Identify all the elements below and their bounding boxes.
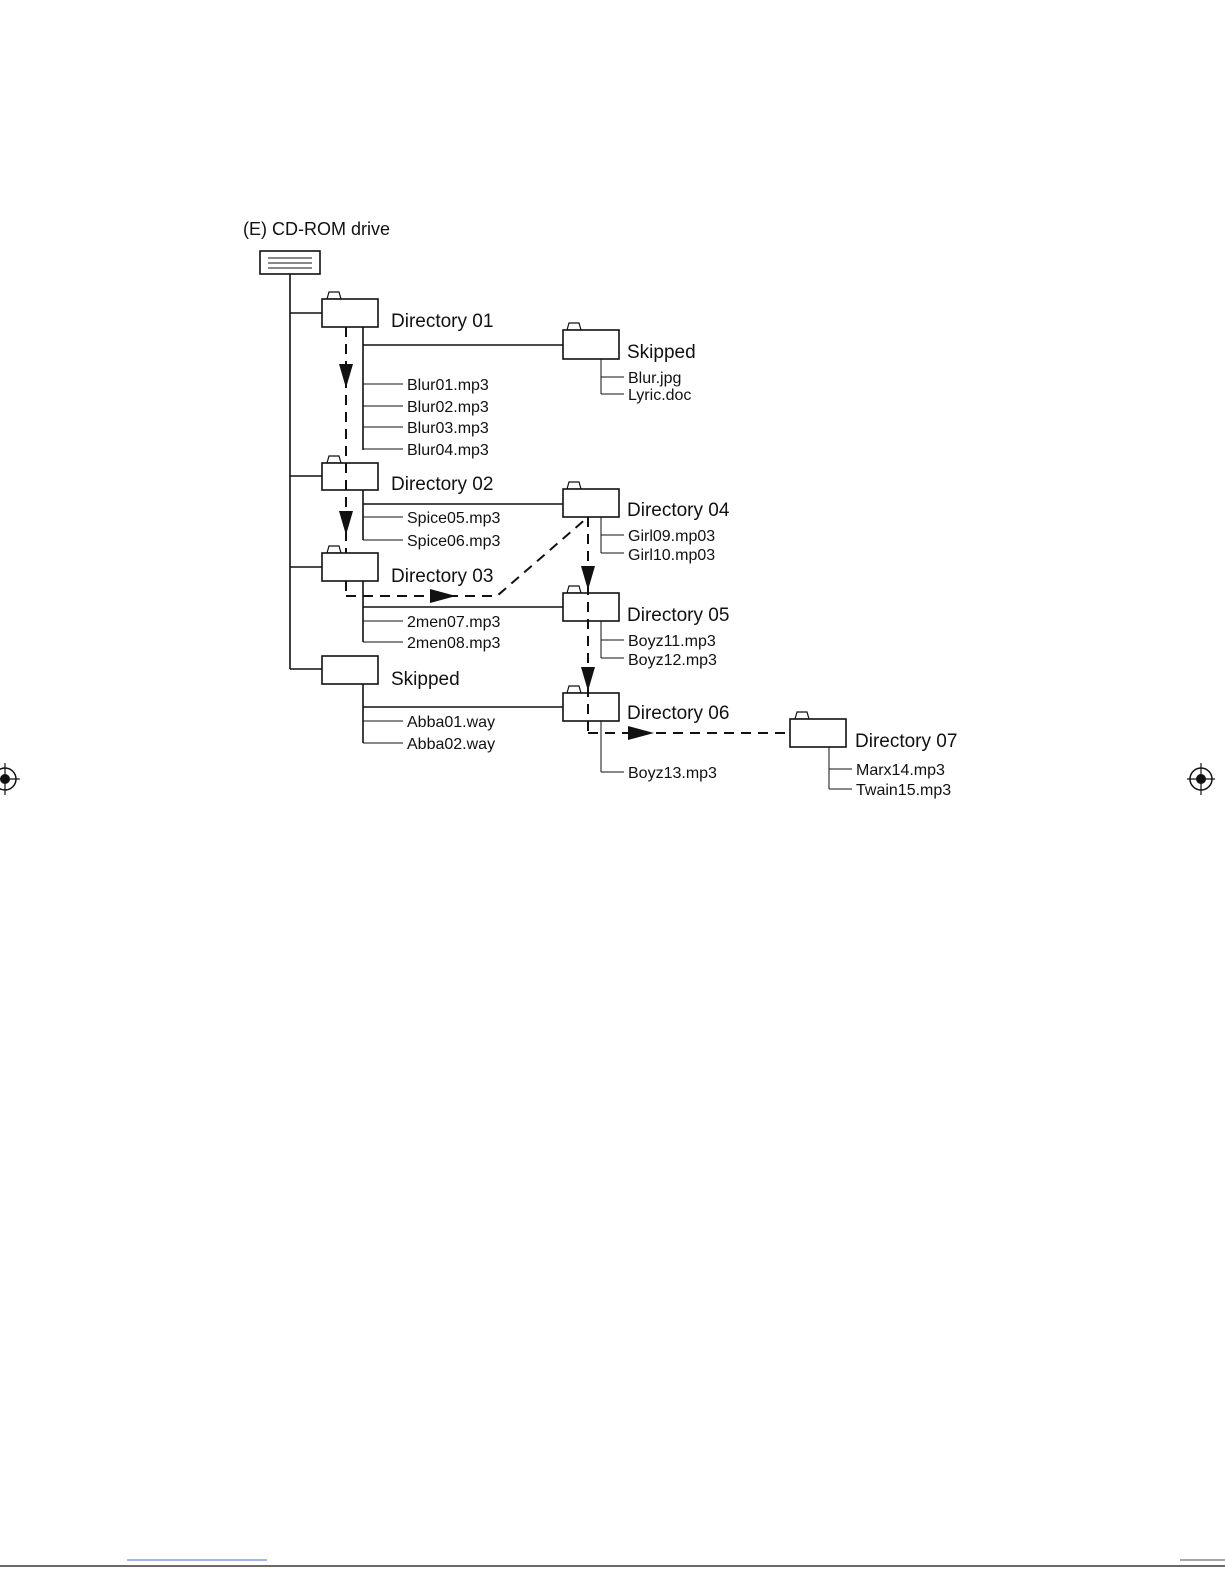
folder-label-directory-03: Directory 03 — [391, 566, 493, 587]
folder-label-skipped-a: Skipped — [627, 342, 696, 363]
arrow-right-icon — [628, 726, 654, 740]
arrow-down-icon — [581, 667, 595, 691]
file-label: Abba02.way — [407, 736, 495, 753]
file-label: Girl09.mp03 — [628, 528, 715, 545]
file-label: Abba01.way — [407, 714, 495, 731]
folder-icon-skipped-a — [562, 322, 620, 360]
arrow-right-icon — [430, 589, 456, 603]
folder-label-directory-04: Directory 04 — [627, 500, 730, 521]
playback-arrows — [339, 364, 654, 740]
folder-icon-directory-01 — [321, 291, 379, 328]
folder-label-skipped-b: Skipped — [391, 669, 460, 690]
arrow-down-icon — [339, 364, 353, 388]
registration-mark-icon — [0, 763, 20, 795]
file-label: Boyz12.mp3 — [628, 652, 717, 669]
cd-drive-icon — [259, 250, 321, 275]
folder-label-directory-02: Directory 02 — [391, 474, 493, 495]
file-label: Twain15.mp3 — [856, 782, 951, 799]
folder-icon-directory-06 — [562, 685, 620, 722]
tree-connectors — [289, 274, 852, 790]
folder-icon-skipped-b — [321, 655, 379, 685]
folder-icon-directory-05 — [562, 585, 620, 622]
file-label: Blur02.mp3 — [407, 399, 489, 416]
folder-label-directory-07: Directory 07 — [855, 731, 957, 752]
file-label: Boyz13.mp3 — [628, 765, 717, 782]
folder-label-directory-06: Directory 06 — [627, 703, 729, 724]
file-label: Blur.jpg — [628, 370, 681, 387]
folder-icon-directory-02 — [321, 455, 379, 491]
file-label: Spice06.mp3 — [407, 533, 500, 550]
file-label: 2men07.mp3 — [407, 614, 500, 631]
file-label: Blur04.mp3 — [407, 442, 489, 459]
diagram-heading: (E) CD-ROM drive — [243, 219, 390, 239]
file-label: Boyz11.mp3 — [628, 633, 716, 650]
folder-label-directory-05: Directory 05 — [627, 605, 729, 626]
file-label: Spice05.mp3 — [407, 510, 500, 527]
arrow-down-icon — [581, 566, 595, 590]
file-label: Marx14.mp3 — [856, 762, 945, 779]
folder-icon-directory-04 — [562, 481, 620, 518]
folder-icon-directory-03 — [321, 545, 379, 582]
page-trim-lines — [0, 1559, 1225, 1567]
file-label: 2men08.mp3 — [407, 635, 500, 652]
file-label: Blur01.mp3 — [407, 377, 489, 394]
arrow-down-icon — [339, 511, 353, 535]
file-label: Lyric.doc — [628, 387, 691, 404]
file-label: Blur03.mp3 — [407, 420, 489, 437]
folder-icon-directory-07 — [789, 711, 847, 748]
file-label: Girl10.mp03 — [628, 547, 715, 564]
registration-mark-icon — [1187, 763, 1215, 795]
folder-label-directory-01: Directory 01 — [391, 311, 493, 332]
